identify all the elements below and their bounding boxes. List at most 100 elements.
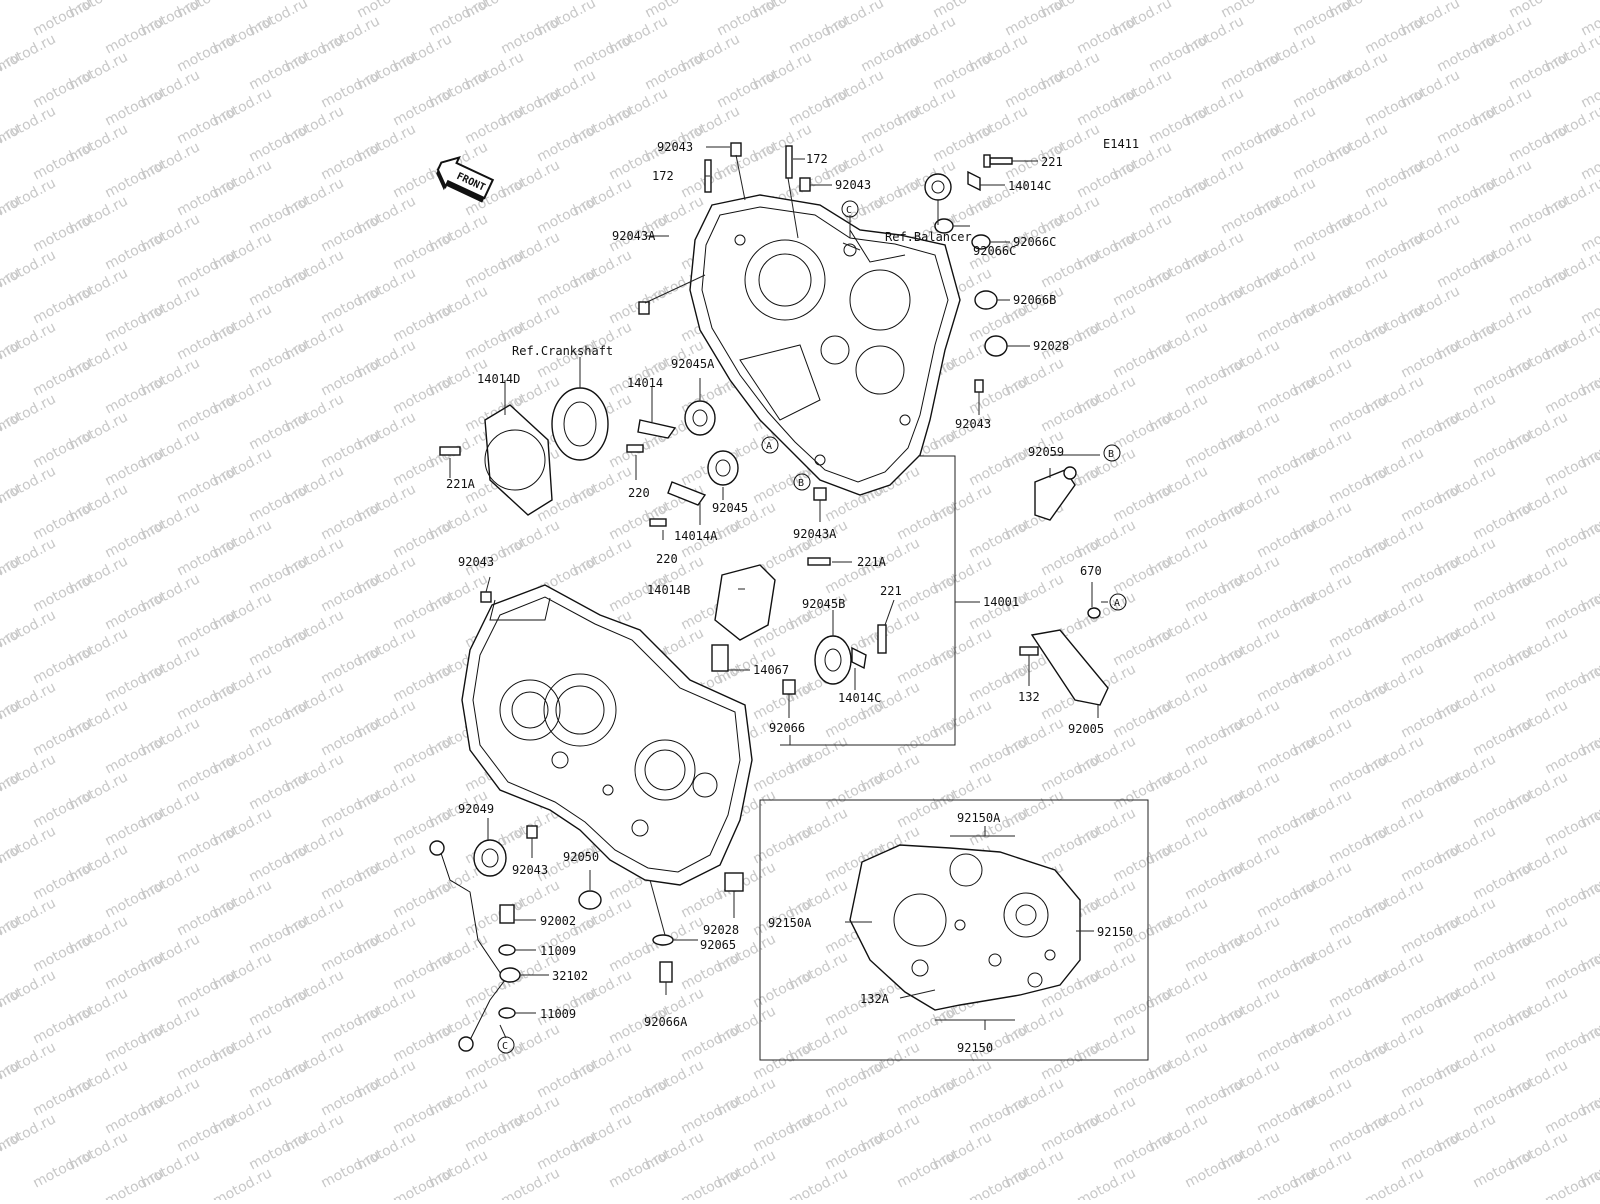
watermark-text: motod.ru — [570, 31, 634, 75]
watermark-text: motod.ru — [894, 571, 958, 615]
watermark-text: motod.ru — [966, 1165, 1030, 1200]
watermark-text: motod.ru — [1434, 103, 1498, 147]
watermark-text: motod.ru — [390, 589, 454, 633]
watermark-text: motod.ru — [534, 265, 598, 309]
watermark-text: motod.ru — [1398, 985, 1462, 1029]
label-92150A-left: 92150A — [768, 916, 812, 930]
watermark-text: motod.ru — [30, 499, 94, 543]
label-92045A: 92045A — [671, 357, 715, 371]
stud-172 — [785, 145, 793, 179]
label-14067: 14067 — [753, 663, 789, 677]
marker-c-bottom: C — [497, 1036, 515, 1054]
watermark-text: motod.ru — [174, 895, 238, 939]
dowel-92066 — [782, 679, 796, 695]
watermark-text: motod.ru — [318, 211, 382, 255]
watermark-text: motod.ru — [1542, 517, 1600, 561]
label-172-left: 172 — [652, 169, 674, 183]
watermark-text: motod.ru — [1542, 1021, 1600, 1065]
watermark-text: motod.ru — [390, 1021, 454, 1065]
label-221A-left: 221A — [446, 477, 476, 491]
watermark-text: motod.ru — [30, 931, 94, 975]
watermark-text: motod.ru — [102, 157, 166, 201]
label-92150A-top: 92150A — [957, 811, 1001, 825]
watermark-text: motod.ru — [786, 85, 850, 129]
watermark-text: motod.ru — [1218, 193, 1282, 237]
washer-11009-b — [498, 1007, 516, 1019]
watermark-text: motod.ru — [390, 229, 454, 273]
watermark-text: motod.ru — [30, 139, 94, 183]
watermark-text: motod.ru — [174, 391, 238, 435]
watermark-text: motod.ru — [390, 877, 454, 921]
watermark-text: motod.ru — [1362, 85, 1426, 129]
watermark-text: motod.ru — [1074, 157, 1138, 201]
label-92050: 92050 — [563, 850, 599, 864]
watermark-text: motod.ru — [1110, 1057, 1174, 1101]
watermark-text: motod.ru — [714, 67, 778, 111]
bolt-221A — [439, 446, 461, 456]
label-92043A-left: 92043A — [612, 229, 656, 243]
gasket-pattern-box — [759, 799, 1149, 1061]
dowel-92043A — [638, 301, 650, 315]
watermark-text: motod.ru — [1254, 589, 1318, 633]
label-132: 132 — [1018, 690, 1040, 704]
watermark-text: motod.ru — [318, 643, 382, 687]
watermark-text: motod.ru — [1362, 1165, 1426, 1200]
watermark-text: motod.ru — [498, 1165, 562, 1200]
watermark-text: motod.ru — [102, 517, 166, 561]
bolt-132 — [1019, 646, 1039, 656]
watermark-text: motod.ru — [1182, 715, 1246, 759]
collar-92066B — [974, 290, 998, 310]
watermark-text: motod.ru — [1038, 391, 1102, 435]
watermark-text: motod.ru — [102, 229, 166, 273]
watermark-text: motod.ru — [462, 103, 526, 147]
watermark-text: motod.ru — [1326, 1111, 1390, 1155]
oring-670 — [1087, 607, 1101, 619]
marker-a-upper: A — [761, 436, 779, 454]
watermark-text: motod.ru — [1038, 247, 1102, 291]
watermark-text: motod.ru — [1254, 877, 1318, 921]
label-92043-tr: 92043 — [835, 178, 871, 192]
watermark-text: motod.ru — [390, 733, 454, 777]
label-92065: 92065 — [700, 938, 736, 952]
watermark-text: motod.ru — [318, 931, 382, 975]
watermark-text: motod.ru — [318, 283, 382, 327]
watermark-text: motod.ru — [966, 733, 1030, 777]
watermark-text: motod.ru — [174, 607, 238, 651]
label-670: 670 — [1080, 564, 1102, 578]
plate-14014 — [637, 419, 677, 439]
watermark-text: motod.ru — [1398, 769, 1462, 813]
watermark-text: motod.ru — [174, 463, 238, 507]
label-92043-low: 92043 — [512, 863, 548, 877]
watermark-text: motod.ru — [1326, 319, 1390, 363]
watermark-text: motod.ru — [102, 373, 166, 417]
dowel-92043-right — [974, 379, 984, 393]
watermark-text: motod.ru — [390, 517, 454, 561]
dowel-92043A-mid — [813, 487, 827, 501]
part-labels: 92043 172 172 92043 221 14014C 92066C 92… — [446, 140, 1133, 1055]
plug-92066A — [659, 961, 673, 983]
watermark-text: motod.ru — [246, 841, 310, 885]
dowel-pin-92043b — [799, 177, 811, 192]
watermark-text: motod.ru — [1470, 1147, 1534, 1191]
watermark-text: motod.ru — [174, 175, 238, 219]
label-220-1: 220 — [628, 486, 650, 500]
label-92005: 92005 — [1068, 722, 1104, 736]
label-11009-1: 11009 — [540, 944, 576, 958]
marker-c-top: C — [841, 200, 859, 218]
plate-14014C-mid — [851, 646, 867, 670]
bearing-92045 — [707, 450, 739, 486]
watermark-text: motod.ru — [1470, 859, 1534, 903]
watermark-text: motod.ru — [498, 13, 562, 57]
watermark-text: motod.ru — [102, 877, 166, 921]
screw-220b — [649, 518, 667, 527]
watermark-text: motod.ru — [318, 571, 382, 615]
watermark-text: motod.ru — [1506, 121, 1570, 165]
watermark-text: motod.ru — [1182, 355, 1246, 399]
upper-crankcase — [689, 194, 961, 496]
watermark-text: motod.ru — [318, 499, 382, 543]
watermark-text: motod.ru — [1470, 643, 1534, 687]
svg-text:B: B — [798, 478, 804, 489]
watermark-text: motod.ru — [750, 463, 814, 507]
watermark-text: motod.ru — [318, 355, 382, 399]
label-32102: 32102 — [552, 969, 588, 983]
